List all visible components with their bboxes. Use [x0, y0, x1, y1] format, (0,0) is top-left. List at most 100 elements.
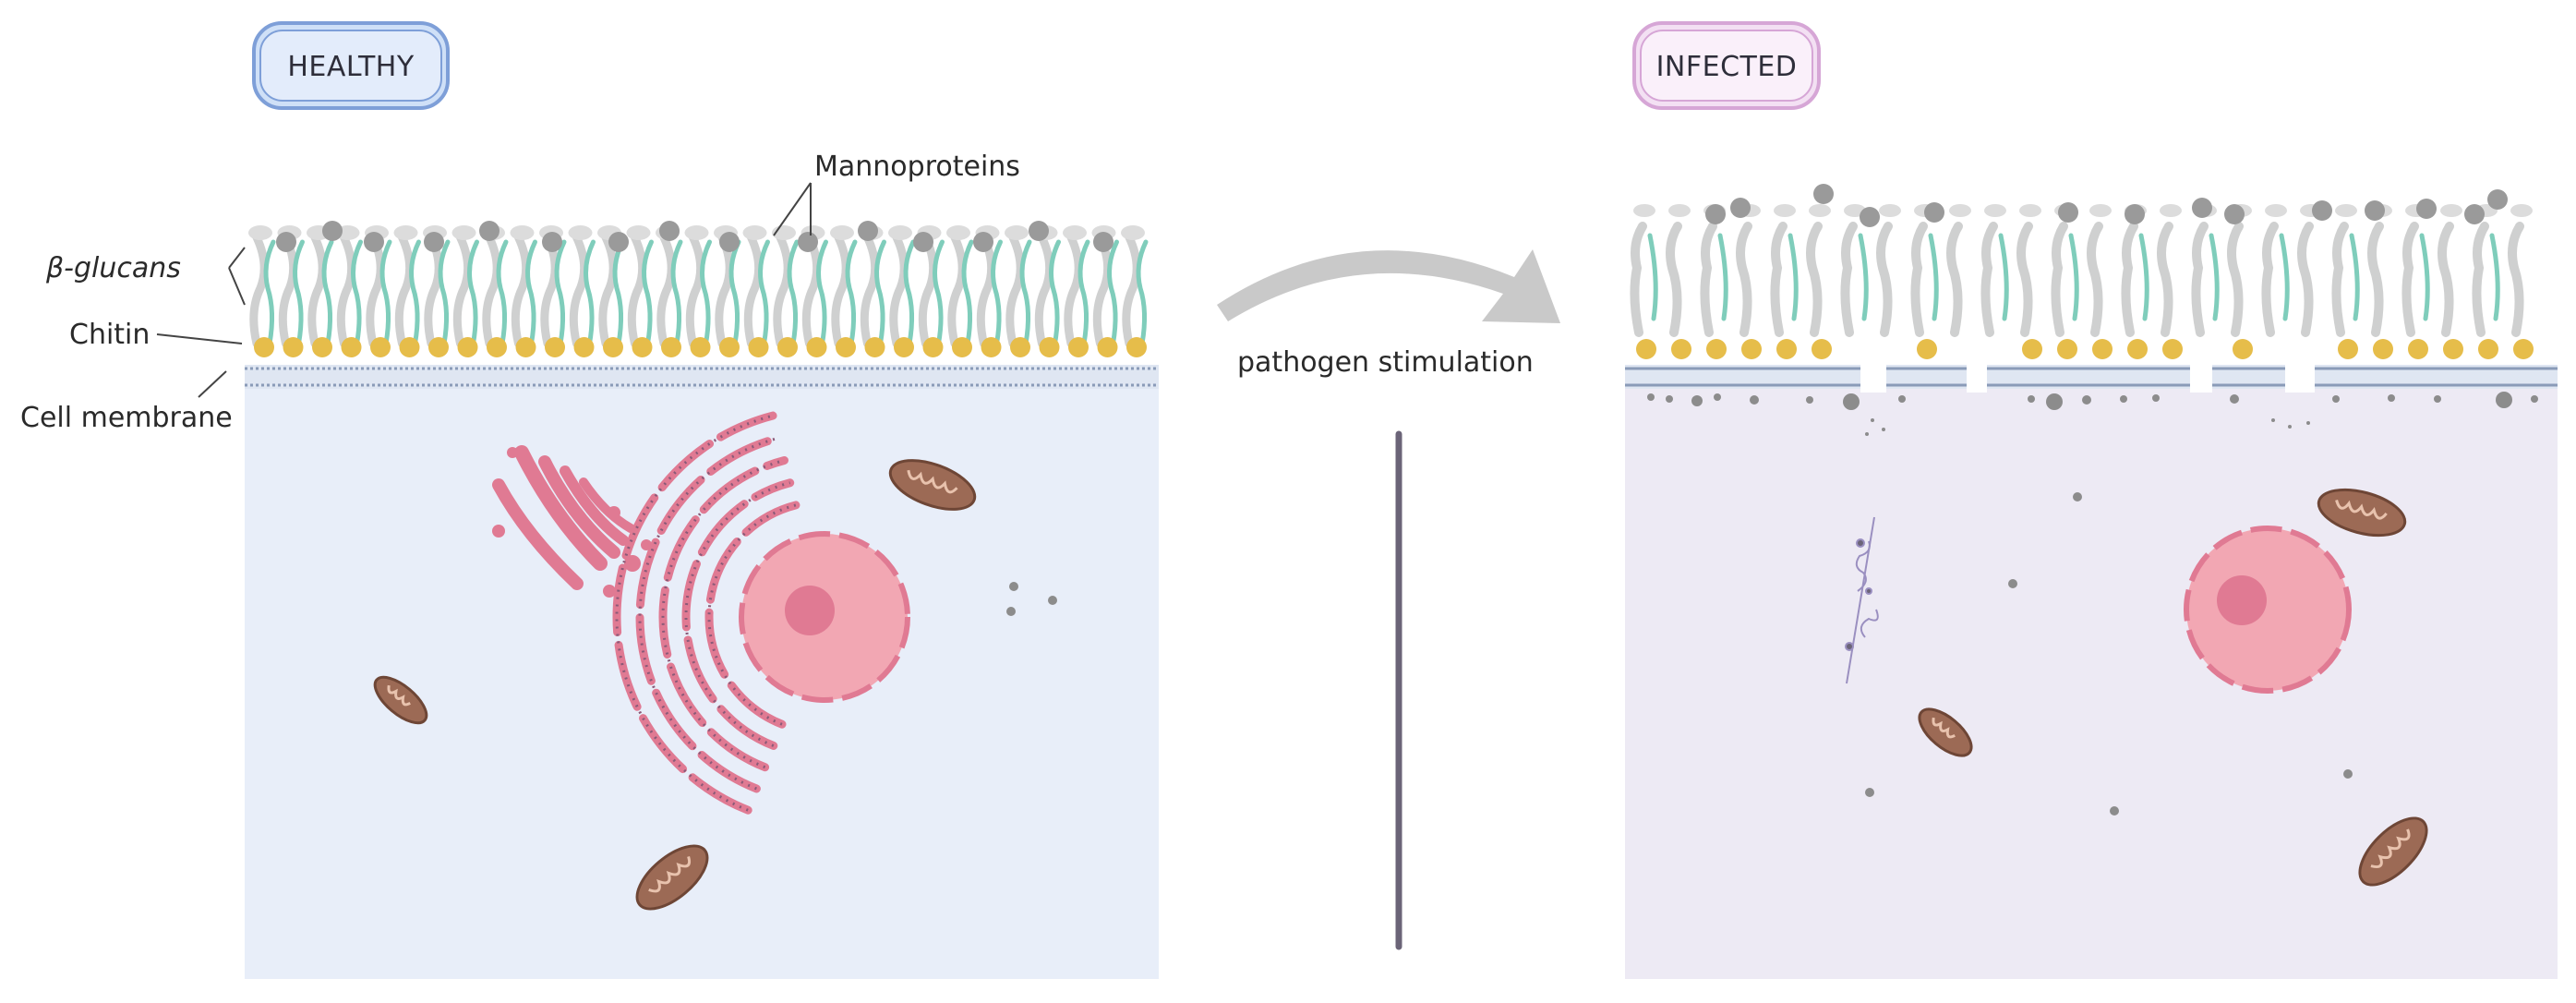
- mannoprotein-cap: [946, 225, 970, 240]
- chitin-strand: [1136, 239, 1149, 346]
- chitin-bead: [1812, 339, 1832, 359]
- chitin-strand: [612, 239, 625, 346]
- mannoprotein: [2058, 202, 2078, 223]
- mannoprotein: [2464, 204, 2485, 224]
- golgi-vesicles: [492, 447, 652, 598]
- beta-glucan-strand: [598, 233, 618, 348]
- rough-endoplasmic-reticulum: [612, 411, 800, 815]
- chitin-strand: [787, 239, 800, 346]
- beta-glucan-strand: [1034, 233, 1054, 348]
- chitin-bead: [2373, 339, 2393, 359]
- beta-glucan-strand: [947, 233, 967, 348]
- beta-glucan-strand: [1770, 222, 1788, 337]
- mannoprotein-cap: [1063, 225, 1087, 240]
- mannoprotein-cap: [1633, 204, 1655, 217]
- chitin-strand: [2279, 233, 2290, 321]
- beta-glucan-strand: [1700, 222, 1717, 337]
- beta-glucan-strand: [2508, 222, 2524, 337]
- mannoprotein-cap: [2510, 204, 2533, 217]
- chitin-bead: [1010, 337, 1030, 357]
- er-cisterna: [635, 433, 783, 793]
- golgi-apparatus: [492, 445, 635, 590]
- transition: pathogen stimulation: [1217, 249, 1560, 950]
- chitin-strand: [1998, 233, 2009, 321]
- mitochondrion: [1918, 707, 1973, 757]
- mannoprotein-cap: [1005, 225, 1029, 240]
- chitin-strand: [2138, 233, 2149, 321]
- mannoprotein-cap: [1809, 204, 1831, 217]
- mannoprotein: [858, 221, 878, 241]
- beta-glucan-strand: [2438, 222, 2454, 337]
- beta-glucan-strand: [569, 233, 589, 348]
- mannoprotein: [719, 232, 740, 252]
- chitin-bead: [690, 337, 711, 357]
- mannoprotein: [1093, 232, 1113, 252]
- beta-glucan-strand: [278, 233, 298, 348]
- mannoprotein: [2312, 200, 2332, 221]
- chitin-strand: [1717, 233, 1728, 321]
- mannoprotein: [479, 221, 500, 241]
- mannoprotein: [1705, 204, 1726, 224]
- mannoprotein-cap: [393, 225, 418, 240]
- chitin-strand: [1788, 233, 1799, 321]
- chitin-bead: [719, 337, 740, 357]
- mannoprotein-cap: [510, 225, 535, 240]
- beta-glucan-strand: [627, 233, 647, 348]
- mannoprotein: [2487, 189, 2508, 210]
- mitochondrion: [635, 844, 709, 911]
- chitin-strand: [933, 239, 945, 346]
- mannoprotein-cap: [1668, 204, 1691, 217]
- chitin-bead: [2162, 339, 2183, 359]
- chitin-bead: [1741, 339, 1762, 359]
- chitin-strand: [2068, 233, 2079, 321]
- mannoprotein: [364, 232, 384, 252]
- chitin-strand: [845, 239, 858, 346]
- chitin-bead: [952, 337, 972, 357]
- beta-glucan-strand: [2227, 222, 2244, 337]
- mannoprotein-cap: [626, 225, 651, 240]
- mannoprotein: [276, 232, 296, 252]
- chitin-strand: [351, 239, 363, 346]
- chitin-bead: [1636, 339, 1656, 359]
- mannoprotein: [542, 232, 562, 252]
- chitin-strand: [293, 239, 305, 346]
- beta-glucan-strand: [1876, 222, 1893, 337]
- mannoprotein-cap: [1774, 204, 1796, 217]
- transition-arrow: [1217, 249, 1560, 323]
- beta-glucan-strand: [773, 233, 792, 348]
- beta-glucan-strand: [2261, 222, 2279, 337]
- infected-badge-label: INFECTED: [1656, 51, 1798, 83]
- beta-glucan-strand: [831, 233, 850, 348]
- wall-labels: Mannoproteins β-glucans Chitin Cell memb…: [20, 151, 1020, 434]
- mannoproteins-label: Mannoproteins: [814, 151, 1020, 183]
- beta-glucan-strand: [976, 233, 996, 348]
- mannoprotein: [2125, 204, 2145, 224]
- chitin-strand: [263, 239, 276, 346]
- chitin-strand: [2419, 233, 2430, 321]
- mannoprotein-cap: [1121, 225, 1145, 240]
- chitin-bead: [341, 337, 362, 357]
- chitin-bead: [836, 337, 856, 357]
- chitin-bead: [2478, 339, 2498, 359]
- chitin-bead: [428, 337, 449, 357]
- er-cisterna: [704, 501, 800, 729]
- chitin-strand: [816, 239, 828, 346]
- beta-glucan-strand: [1910, 222, 1928, 337]
- mannoprotein-cap: [2089, 204, 2112, 217]
- mannoprotein-cap: [451, 225, 476, 240]
- chitin-strand: [1077, 239, 1090, 346]
- chitin-strand: [1858, 233, 1869, 321]
- chitin-strand: [525, 239, 537, 346]
- infected-cell-wall: [1630, 184, 2534, 359]
- chitin-bead: [1706, 339, 1727, 359]
- beta-glucan-strand: [1092, 233, 1113, 348]
- beta-glucan-strand: [1630, 222, 1647, 337]
- chitin-strand: [467, 239, 479, 346]
- healthy-cell-membrane: [245, 365, 1159, 389]
- chitin-bead: [457, 337, 478, 357]
- chitin-bead: [632, 337, 653, 357]
- chitin-strand: [642, 239, 654, 346]
- infected-panel: [1625, 184, 2558, 979]
- healthy-cell-wall: [248, 221, 1149, 357]
